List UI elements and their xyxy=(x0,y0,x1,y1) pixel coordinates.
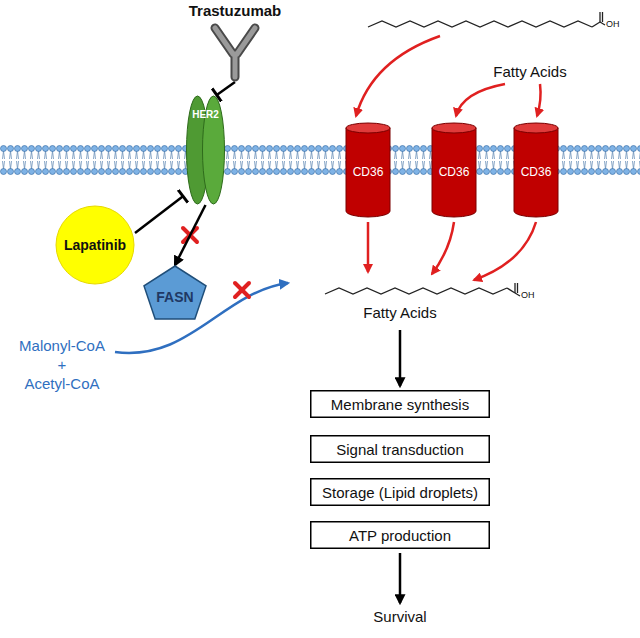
text-label: OH xyxy=(521,290,535,300)
receptor: HER2 xyxy=(183,95,228,205)
text-label: OH xyxy=(606,19,620,29)
inhibition-line xyxy=(217,82,235,95)
drug-circle: Lapatinib xyxy=(55,205,135,285)
fatty-acid-molecule xyxy=(368,21,592,27)
enzyme-pentagon: FASN xyxy=(143,265,207,320)
process-box: Signal transduction xyxy=(310,435,490,463)
flow-arrows xyxy=(399,330,402,603)
text-label: Survival xyxy=(373,608,426,625)
node-text: Signal transduction xyxy=(336,441,464,458)
node-text: HER2 xyxy=(192,109,219,120)
process-box: Membrane synthesis xyxy=(310,390,490,418)
substrate-label: Malonyl-CoA + Acetyl-CoA xyxy=(10,336,114,393)
carboxyl-group xyxy=(507,283,520,296)
block-mark xyxy=(235,283,249,297)
node-text: Membrane synthesis xyxy=(331,396,469,413)
node-text: CD36 xyxy=(521,165,552,179)
process-box: Storage (Lipid droplets) xyxy=(310,478,490,506)
text-label: Fatty Acids xyxy=(493,63,566,80)
activation-arrow xyxy=(175,205,206,265)
inhibition-line xyxy=(135,196,183,233)
node-text: FASN xyxy=(156,289,193,305)
node-text: Lapatinib xyxy=(64,237,126,253)
carboxyl-group xyxy=(592,12,605,27)
process-box: ATP production xyxy=(310,521,490,549)
node-text: Storage (Lipid droplets) xyxy=(322,484,478,501)
node-text: ATP production xyxy=(349,527,451,544)
drug-antibody: Trastuzumab xyxy=(180,2,290,82)
node-text: CD36 xyxy=(353,165,384,179)
transporter-cylinder: CD36 xyxy=(513,122,559,217)
transporter-cylinder: CD36 xyxy=(431,122,477,217)
fatty-acid-molecule xyxy=(325,288,507,294)
text-label: Fatty Acids xyxy=(363,304,436,321)
node-text: Trastuzumab xyxy=(189,2,282,19)
transporter-cylinder: CD36 xyxy=(345,122,391,217)
node-text: CD36 xyxy=(439,165,470,179)
